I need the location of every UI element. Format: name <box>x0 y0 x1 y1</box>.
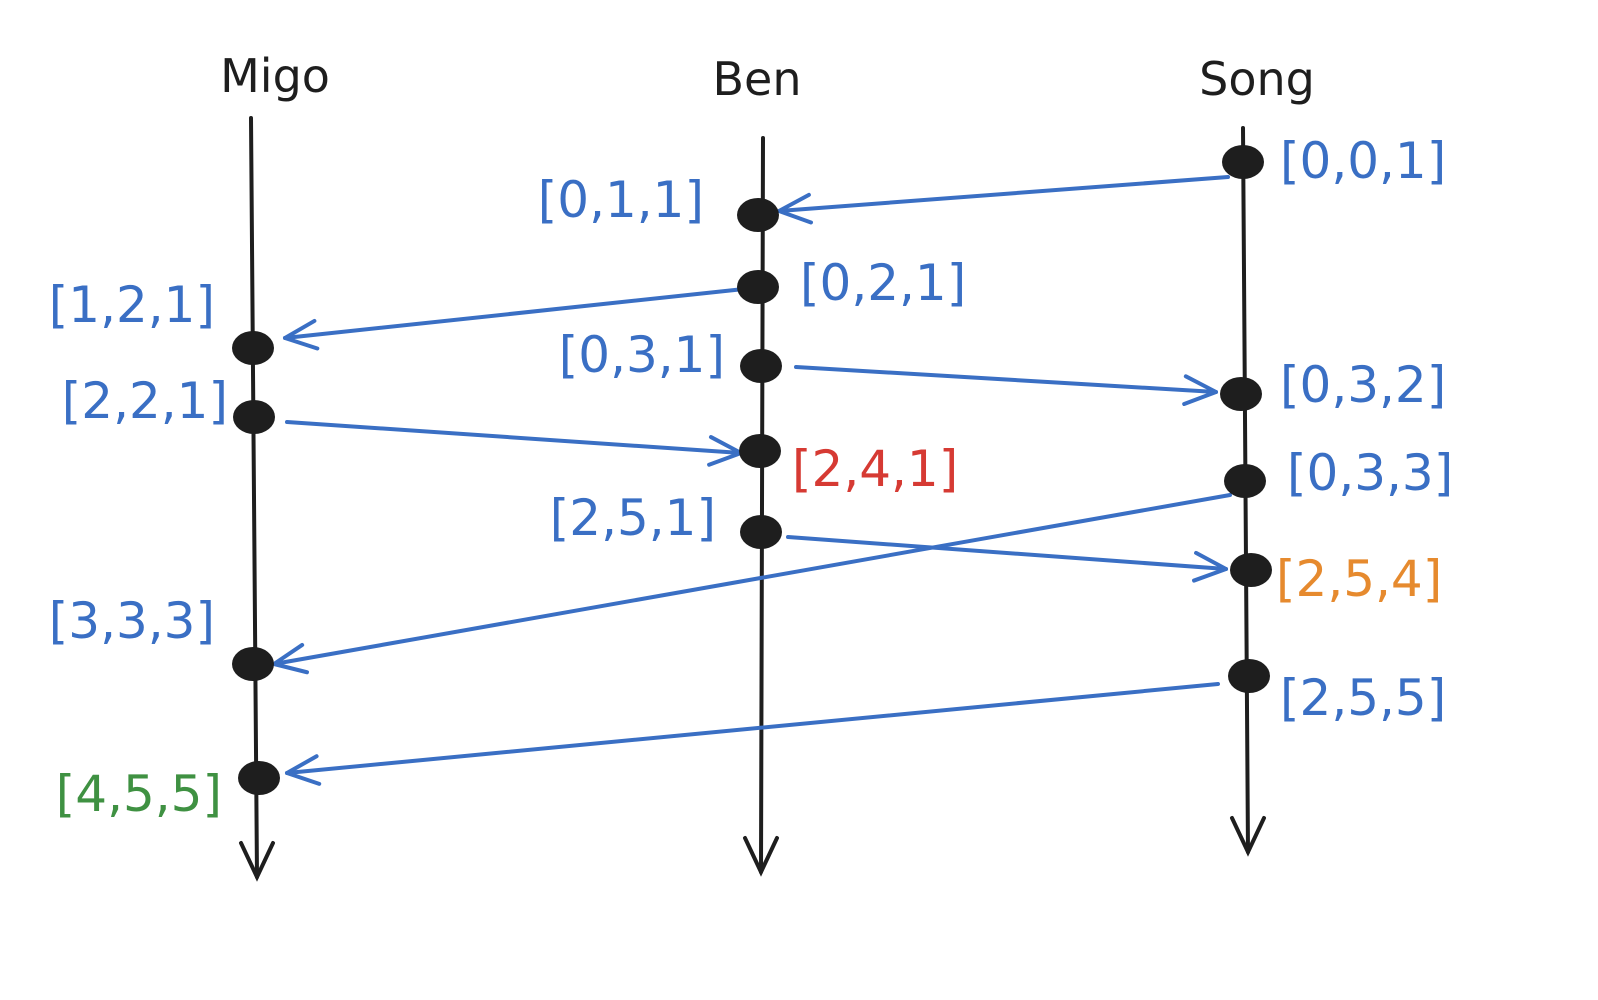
vector-clock-label-s3: [0,3,3] <box>1287 444 1453 502</box>
event-dot-m2 <box>233 400 275 434</box>
process-name-song: Song <box>1199 52 1315 106</box>
event-dot-s1 <box>1222 145 1264 179</box>
message-arrow-m2-to-b4 <box>285 420 743 467</box>
event-dot-b3 <box>740 349 782 383</box>
timeline-arrowhead-song <box>1230 816 1266 857</box>
timeline-ben <box>759 136 765 874</box>
event-dot-m1 <box>232 331 274 365</box>
process-name-migo: Migo <box>220 49 330 103</box>
vector-clock-label-b4: [2,4,1] <box>792 440 958 498</box>
vector-clock-label-s1: [0,0,1] <box>1280 132 1446 190</box>
event-dot-b2 <box>737 270 779 304</box>
vector-clock-labels: [0,0,1] [0,1,1] [0,2,1] [1,2,1] [0,3,1] [0,3,… <box>49 132 1454 823</box>
timeline-migo <box>249 116 259 879</box>
message-arrow-b3-to-s2 <box>794 365 1218 406</box>
process-name-ben: Ben <box>712 52 801 106</box>
vector-clock-label-m3: [3,3,3] <box>49 592 215 650</box>
event-dot-b5 <box>740 515 782 549</box>
vector-clock-label-m1: [1,2,1] <box>49 276 215 334</box>
vector-clock-label-b1: [0,1,1] <box>538 171 704 229</box>
message-arrow-s1-to-b1 <box>777 175 1230 225</box>
event-dot-b4 <box>739 434 781 468</box>
event-dot-m4 <box>238 761 280 795</box>
process-names: Migo Ben Song <box>220 49 1315 106</box>
message-arrow-b5-to-s4 <box>786 535 1228 583</box>
vector-clock-label-b3: [0,3,1] <box>559 326 725 384</box>
timeline-arrowhead-migo <box>239 841 275 882</box>
vector-clock-label-b5: [2,5,1] <box>550 489 716 547</box>
event-dot-s4 <box>1230 553 1272 587</box>
events <box>232 145 1272 795</box>
message-arrow-s5-to-m4 <box>285 682 1220 786</box>
event-dot-b1 <box>737 198 779 232</box>
event-dot-s5 <box>1228 659 1270 693</box>
vector-clock-label-s2: [0,3,2] <box>1280 356 1446 414</box>
event-dot-s2 <box>1220 377 1262 411</box>
vector-clock-label-m4: [4,5,5] <box>56 765 222 823</box>
vector-clock-label-b2: [0,2,1] <box>800 254 966 312</box>
message-arrows <box>272 175 1232 786</box>
event-dot-m3 <box>232 647 274 681</box>
timeline-arrowhead-ben <box>743 836 779 877</box>
vector-clock-label-s5: [2,5,5] <box>1280 669 1446 727</box>
event-dot-s3 <box>1224 464 1266 498</box>
vector-clock-label-s4: [2,5,4] <box>1276 550 1442 608</box>
message-arrow-b2-to-m1 <box>283 287 746 351</box>
vector-clock-label-m2: [2,2,1] <box>62 372 228 430</box>
